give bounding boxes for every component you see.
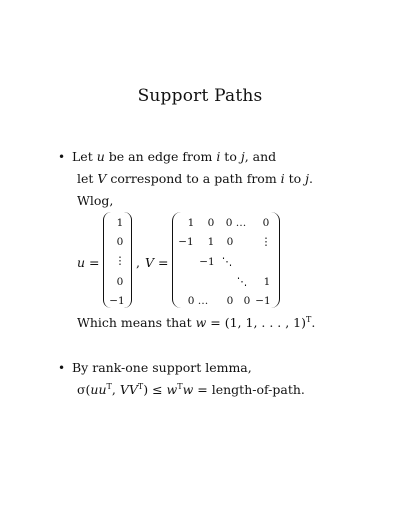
u-entry-3: ⋮ <box>114 255 126 267</box>
text-segment: . <box>311 315 316 330</box>
V-r1-c2: 0 <box>207 217 215 229</box>
text-segment: be an edge from <box>104 149 217 164</box>
V-r5-c2: 0 <box>226 295 234 307</box>
V-r5-c1: 0 … <box>187 295 209 307</box>
text-segment: correspond to a path from <box>106 171 281 186</box>
u-entry-4: 0 <box>116 276 124 288</box>
V-r2-c3: 0 <box>226 236 234 248</box>
V-r2-c1: −1 <box>178 236 194 248</box>
bullet2-line1: By rank-one support lemma, <box>72 360 252 375</box>
bullet-marker-2: • <box>58 361 66 375</box>
var-uu: uu <box>90 382 107 397</box>
transpose-sup: T <box>106 382 112 391</box>
bullet1-line1: Let u be an edge from i to j, and <box>72 149 276 164</box>
V-r4-c2: 1 <box>263 276 271 288</box>
text-segment: to <box>220 149 241 164</box>
u-label: u = <box>77 255 100 270</box>
var-u: u <box>96 149 105 164</box>
text-segment: . <box>309 171 314 186</box>
sigma-open: σ( <box>77 382 91 397</box>
var-V: V <box>97 171 107 186</box>
wlog-text: Wlog, <box>77 193 114 208</box>
V-r2-c2: 1 <box>207 236 215 248</box>
text-segment: Let <box>72 149 97 164</box>
bullet-marker-1: • <box>58 150 66 164</box>
u-entry-1: 1 <box>116 217 124 229</box>
V-r5-c4: −1 <box>255 295 271 307</box>
var-VV: VV <box>119 382 138 397</box>
text-segment: let <box>77 171 98 186</box>
transpose-sup: T <box>177 382 183 391</box>
V-r4-c1: ⋱ <box>236 276 248 288</box>
u-right-paren <box>124 212 132 308</box>
var-i: i <box>280 171 285 186</box>
var-j: j <box>305 171 310 186</box>
var-i: i <box>216 149 221 164</box>
slide-title: Support Paths <box>137 86 263 106</box>
var-w: w <box>182 382 194 397</box>
V-label: V = <box>145 255 168 270</box>
text-segment: ) ≤ <box>143 382 167 397</box>
var-j: j <box>240 149 245 164</box>
V-r1-c1: 1 <box>187 217 195 229</box>
V-r2-c4: ⋮ <box>260 236 272 248</box>
V-r3-c1: −1 <box>199 256 215 268</box>
V-r1-c3: 0 … <box>225 217 247 229</box>
text-segment: , and <box>244 149 277 164</box>
text-segment: , <box>111 382 120 397</box>
u-entry-2: 0 <box>116 236 124 248</box>
text-segment: = (1, 1, . . . , 1) <box>206 315 307 330</box>
var-w: w <box>166 382 178 397</box>
bullet2-formula: σ(uuT, VVT) ≤ wTw = length-of-path. <box>77 382 305 397</box>
V-r3-c2: ⋱ <box>221 256 233 268</box>
text-segment: = length-of-path. <box>193 382 305 397</box>
V-r1-c4: 0 <box>262 217 270 229</box>
text-segment: Which means that <box>77 315 196 330</box>
V-r5-c3: 0 <box>243 295 251 307</box>
separator-comma: , <box>136 255 140 270</box>
V-equals: V = <box>145 255 169 270</box>
u-equals: u = <box>77 255 100 270</box>
var-w: w <box>195 315 207 330</box>
V-left-paren <box>172 212 181 308</box>
which-means-line: Which means that w = (1, 1, . . . , 1)T. <box>77 315 315 330</box>
bullet1-line2: let V correspond to a path from i to j. <box>77 171 313 186</box>
V-right-paren <box>271 212 280 308</box>
transpose-sup: T <box>306 315 312 324</box>
transpose-sup: T <box>137 382 144 391</box>
u-entry-5: −1 <box>109 295 125 307</box>
text-segment: to <box>284 171 306 186</box>
u-left-paren <box>103 212 111 308</box>
